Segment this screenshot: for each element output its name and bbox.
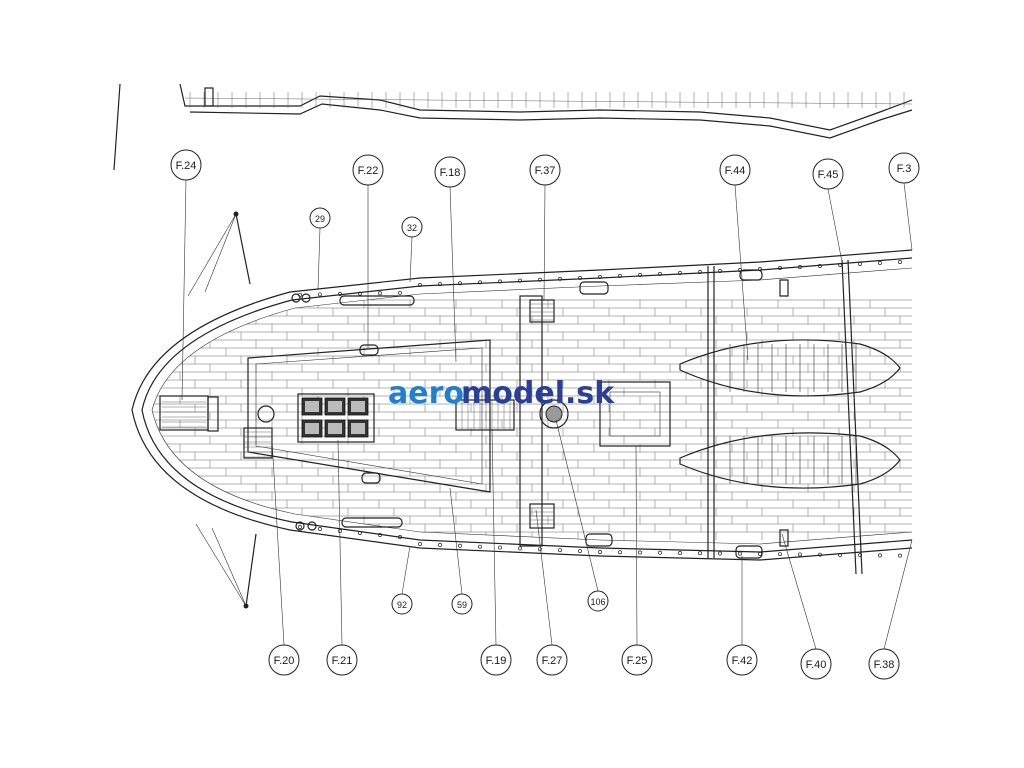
hull-side-strip — [179, 83, 913, 139]
leader-line — [827, 188, 843, 263]
leader-line — [555, 419, 599, 592]
bow-hatch — [159, 395, 219, 432]
label-text: F.42 — [732, 655, 753, 667]
leader-line — [449, 487, 463, 595]
leader-line — [635, 445, 638, 646]
label-text: F.24 — [176, 160, 197, 172]
margin-line — [113, 83, 121, 171]
label-text: F.19 — [486, 655, 507, 667]
watermark-part1: aero — [388, 376, 464, 411]
label-bubble: 92 — [391, 593, 413, 615]
strip-fitting — [204, 87, 214, 107]
label-text: F.27 — [542, 655, 563, 667]
label-text: F.44 — [725, 165, 746, 177]
leader-line — [543, 184, 546, 301]
label-text: F.22 — [358, 165, 379, 177]
watermark-part2: model.sk — [461, 376, 615, 411]
leader-line — [271, 439, 285, 646]
label-bubble: F.40 — [800, 648, 832, 680]
capstan — [539, 399, 569, 429]
label-bubble: F.25 — [621, 644, 653, 676]
windlass — [243, 405, 275, 459]
label-bubble: 106 — [587, 590, 609, 612]
label-text: F.3 — [897, 163, 912, 175]
main-hatch — [599, 381, 671, 447]
label-bubble: F.44 — [719, 154, 751, 186]
ships-boats — [679, 259, 901, 575]
leader-line — [535, 509, 553, 646]
label-bubble: F.27 — [536, 644, 568, 676]
mast-partners — [519, 295, 555, 547]
companion-ladder — [455, 399, 515, 431]
leader-line — [903, 182, 913, 251]
leader-lines — [181, 179, 913, 650]
leader-line — [449, 186, 457, 363]
label-bubble: 59 — [451, 593, 473, 615]
leader-line — [734, 184, 749, 361]
label-text: 32 — [407, 223, 417, 233]
label-text: F.40 — [806, 659, 827, 671]
leader-line — [337, 439, 343, 646]
label-text: F.20 — [274, 655, 295, 667]
label-text: F.38 — [874, 659, 895, 671]
label-bubble: F.42 — [726, 644, 758, 676]
label-text: 29 — [315, 214, 325, 224]
leader-line — [181, 179, 187, 401]
label-bubble: F.22 — [352, 154, 384, 186]
leader-line — [883, 539, 913, 650]
label-bubble: F.18 — [434, 156, 466, 188]
bowsprit-rigging — [187, 211, 257, 609]
leader-line — [401, 545, 411, 595]
label-bubble: F.20 — [268, 644, 300, 676]
label-bubble: F.24 — [170, 149, 202, 181]
leader-line — [491, 429, 497, 646]
skylight-hatch — [297, 393, 375, 443]
label-bubble: F.37 — [529, 154, 561, 186]
watermark: aero model.sk — [388, 376, 615, 411]
label-bubble: 32 — [401, 216, 423, 238]
forecastle-house — [247, 339, 491, 493]
label-text: F.25 — [627, 655, 648, 667]
label-text: 59 — [457, 600, 467, 610]
leader-line — [781, 533, 817, 650]
label-bubble: 29 — [309, 207, 331, 229]
label-text: 92 — [397, 600, 407, 610]
label-bubble: F.19 — [480, 644, 512, 676]
label-text: 106 — [590, 597, 605, 607]
label-bubble: F.21 — [326, 644, 358, 676]
label-bubble: F.3 — [888, 152, 920, 184]
label-bubble: F.38 — [868, 648, 900, 680]
leader-line — [317, 227, 321, 291]
label-bubble: F.45 — [812, 158, 844, 190]
rail-fittings — [291, 269, 789, 559]
part-labels: F.24 F.22 F.18 F.37 F.44 F.45 F.3 29 32 92 59 106F.… — [170, 149, 920, 680]
label-text: F.45 — [818, 169, 839, 181]
label-text: F.18 — [440, 167, 461, 179]
label-text: F.37 — [535, 165, 556, 177]
leader-line — [409, 236, 413, 283]
label-text: F.21 — [332, 655, 353, 667]
